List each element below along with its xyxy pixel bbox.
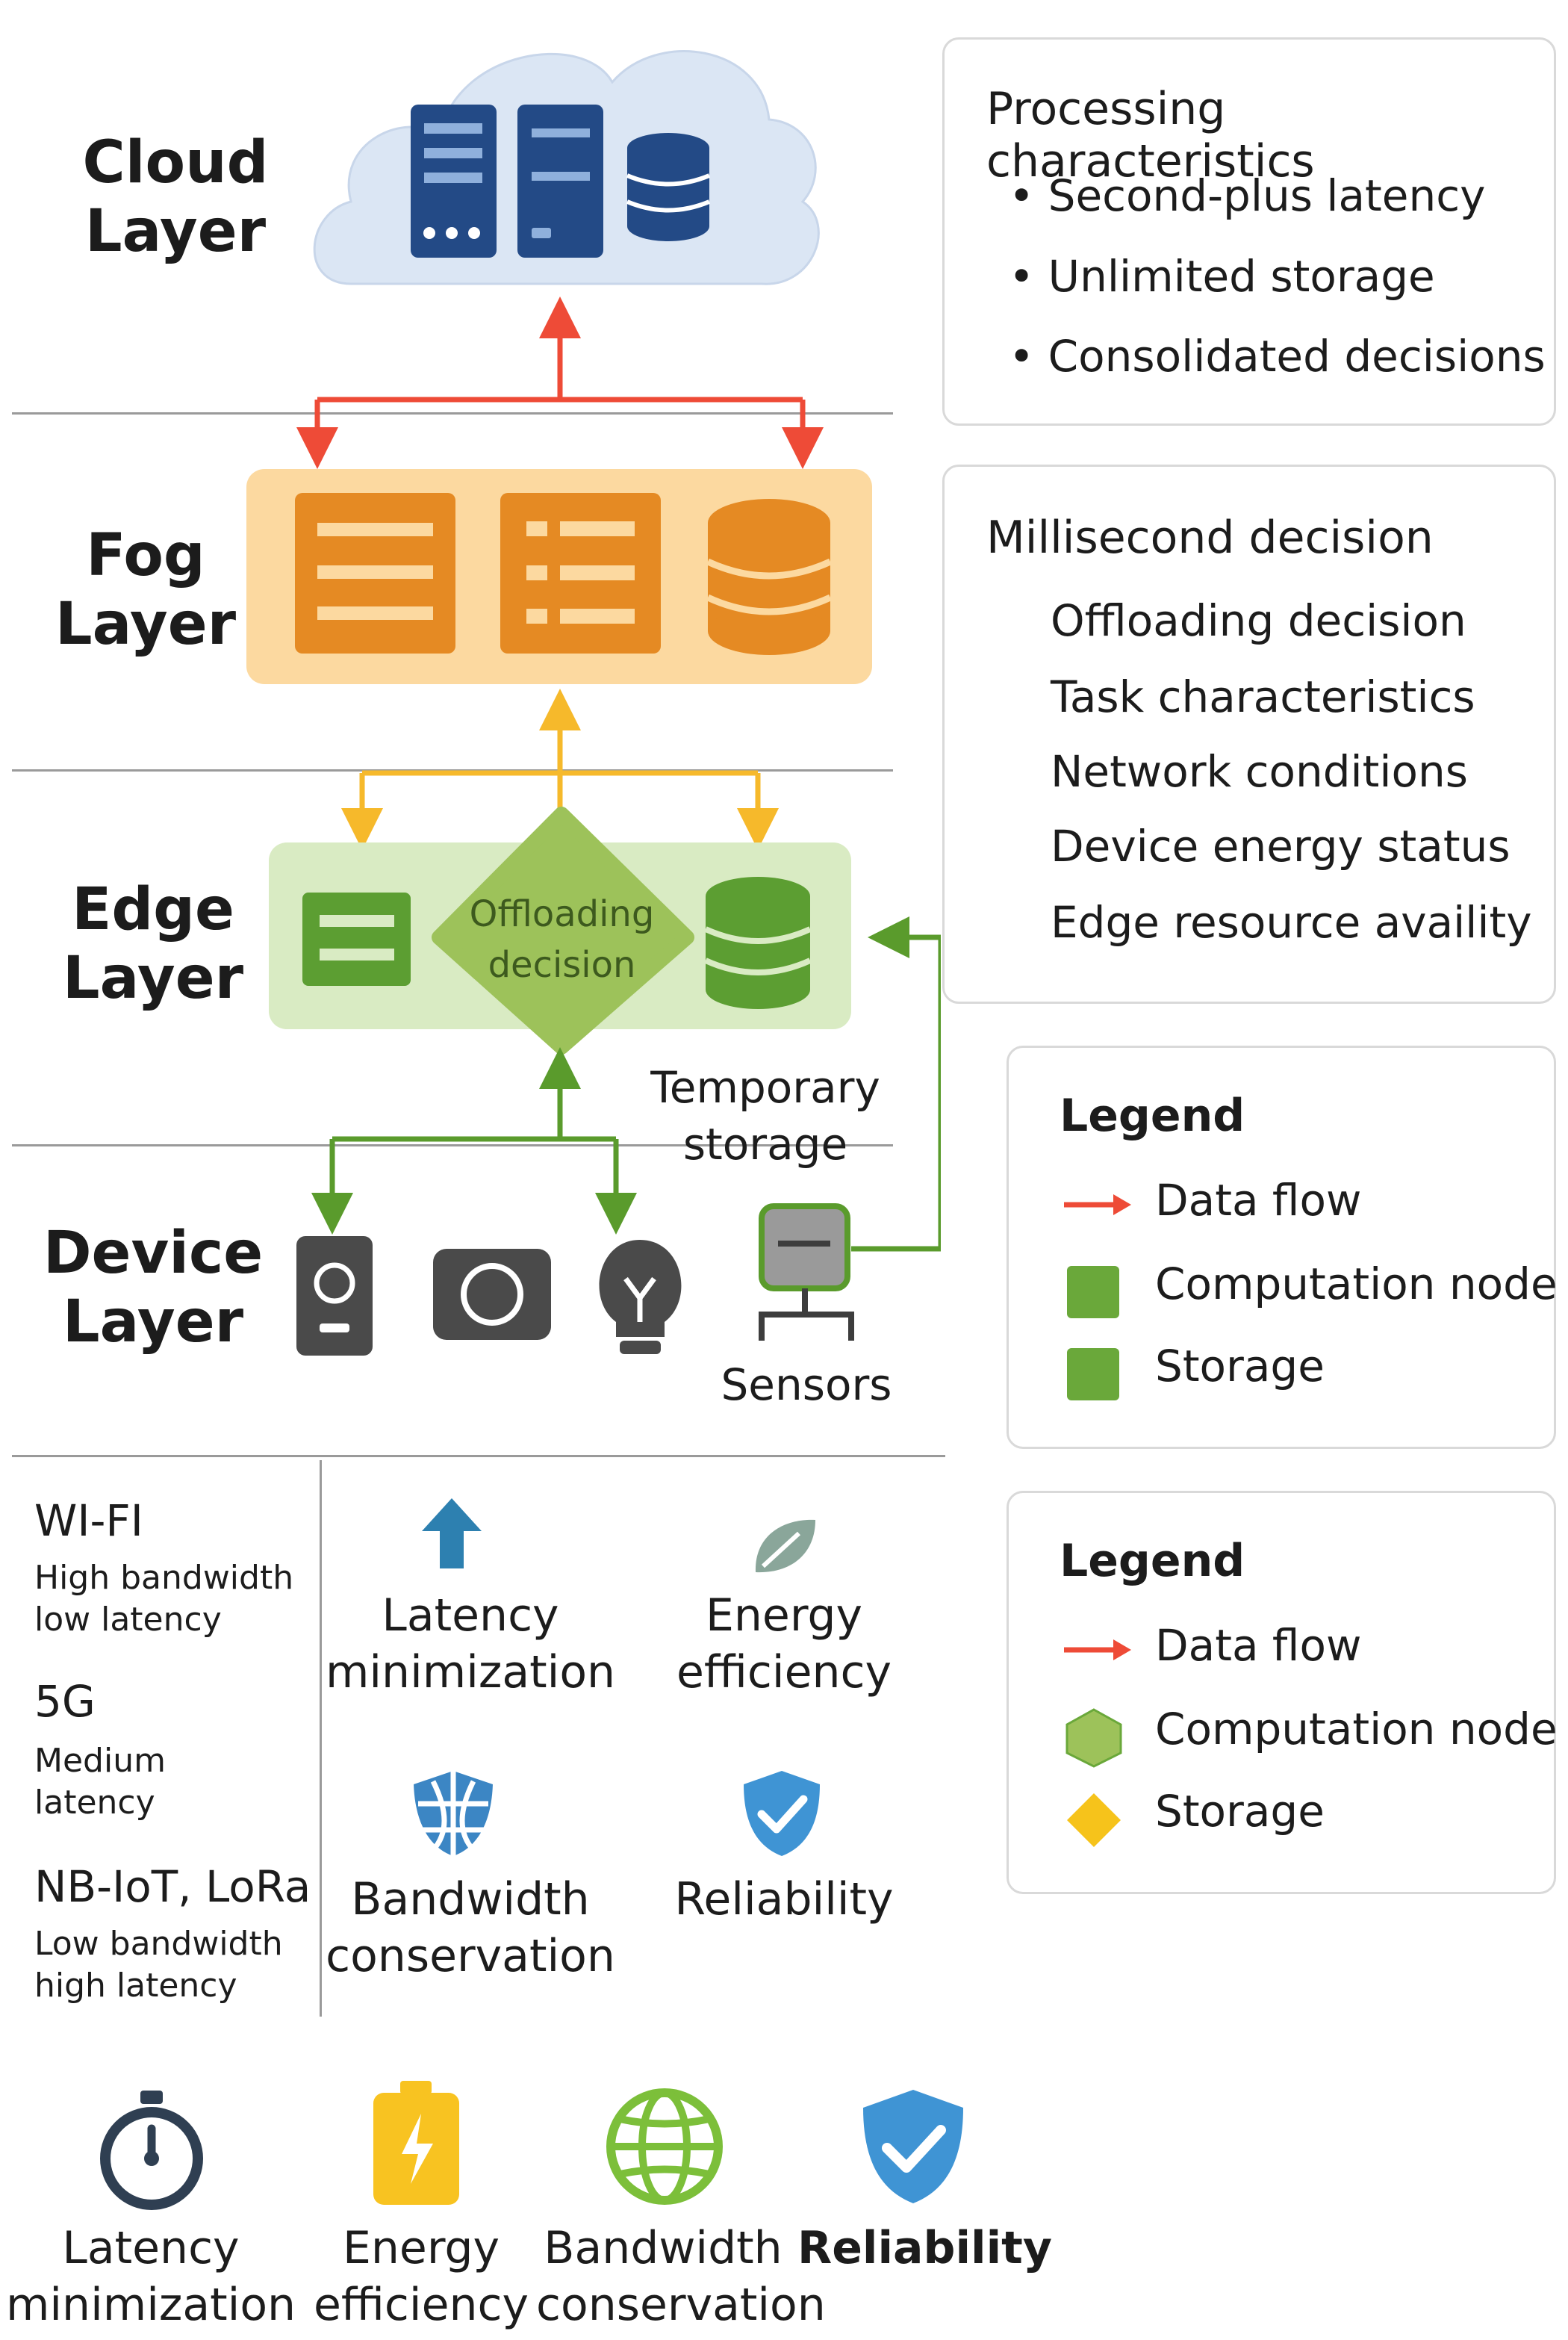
processing-item: • Unlimited storage [1009, 251, 1435, 302]
legend-panel: Legend Data flow Computation node Storag… [1007, 1491, 1558, 1894]
leaf-icon [755, 1519, 815, 1573]
data-flow-arrow-device-edge [311, 916, 941, 1252]
stopwatch-icon [100, 2091, 203, 2210]
battery-icon [373, 2081, 459, 2205]
network-name: 5G [34, 1676, 96, 1727]
legend-item-label: Storage [1155, 1786, 1325, 1837]
millisecond-decision-panel: Millisecond decision Offloading decision… [942, 465, 1556, 1004]
legend-panel: Legend Data flow Computation node Storag… [1007, 1046, 1558, 1449]
legend-title: Legend [1060, 1535, 1245, 1587]
goal-label: Reliability [674, 1873, 894, 1925]
legend-title: Legend [1060, 1090, 1245, 1142]
decision-item: Device energy status [1051, 821, 1511, 872]
cloud-server-icon [517, 105, 603, 258]
processing-panel-title: Processing characteristics [986, 83, 1315, 187]
fog-node-icon [500, 493, 661, 654]
architecture-diagram [246, 50, 941, 1356]
decision-item: Edge resource availity [1051, 897, 1532, 948]
shield-check-icon [744, 1771, 820, 1856]
fog-database-icon [706, 499, 832, 655]
globe-icon [414, 1771, 493, 1856]
decision-panel-title: Millisecond decision [986, 512, 1434, 564]
legend-item-label: Computation node [1155, 1259, 1558, 1309]
globe-icon [606, 2088, 723, 2205]
edge-database-icon [704, 877, 812, 1009]
legend-item-label: Data flow [1155, 1175, 1362, 1226]
legend-item-label: Computation node [1155, 1704, 1558, 1754]
network-column-divider [320, 1460, 322, 2017]
layer-divider-cloud-fog [12, 412, 893, 415]
arrow-up-icon [422, 1498, 482, 1568]
processing-characteristics-panel: Processing characteristics • Second-plus… [942, 37, 1556, 426]
yellow-diamond-icon [1067, 1793, 1121, 1847]
section-divider [12, 1455, 945, 1457]
sensors-label: Sensors [721, 1359, 892, 1410]
speaker-device-icon [296, 1236, 373, 1356]
processing-item: • Second-plus latency [1009, 170, 1486, 221]
data-flow-arrow-edge-fog [341, 689, 779, 850]
bottom-goal-label: Reliability [797, 2222, 1052, 2274]
sensor-device-icon [759, 1203, 854, 1341]
green-square-icon [1067, 1266, 1119, 1318]
processing-item: • Consolidated decisions [1009, 331, 1546, 382]
layer-divider-edge-device [12, 1144, 893, 1146]
shield-check-icon [863, 2090, 963, 2203]
network-name: NB-IoT, LoRa [34, 1861, 311, 1912]
decision-item: Offloading decision [1051, 595, 1466, 646]
cloud-database-icon [626, 133, 711, 241]
cloud-server-icon [411, 105, 497, 258]
legend-item-label: Storage [1155, 1341, 1325, 1391]
decision-item: Network conditions [1051, 746, 1468, 797]
legend-item-label: Data flow [1155, 1620, 1362, 1671]
red-arrow-icon [1064, 1194, 1131, 1215]
edge-node-icon [302, 893, 411, 986]
data-flow-arrow-fog-cloud [296, 297, 824, 469]
camera-device-icon [433, 1249, 551, 1340]
red-arrow-icon [1064, 1639, 1131, 1660]
decision-item: Task characteristics [1051, 671, 1475, 722]
green-square-icon [1067, 1348, 1119, 1400]
fog-node-icon [295, 493, 455, 654]
green-hexagon-icon [1065, 1708, 1122, 1768]
lightbulb-icon [599, 1240, 682, 1354]
network-name: WI-FI [34, 1495, 143, 1546]
